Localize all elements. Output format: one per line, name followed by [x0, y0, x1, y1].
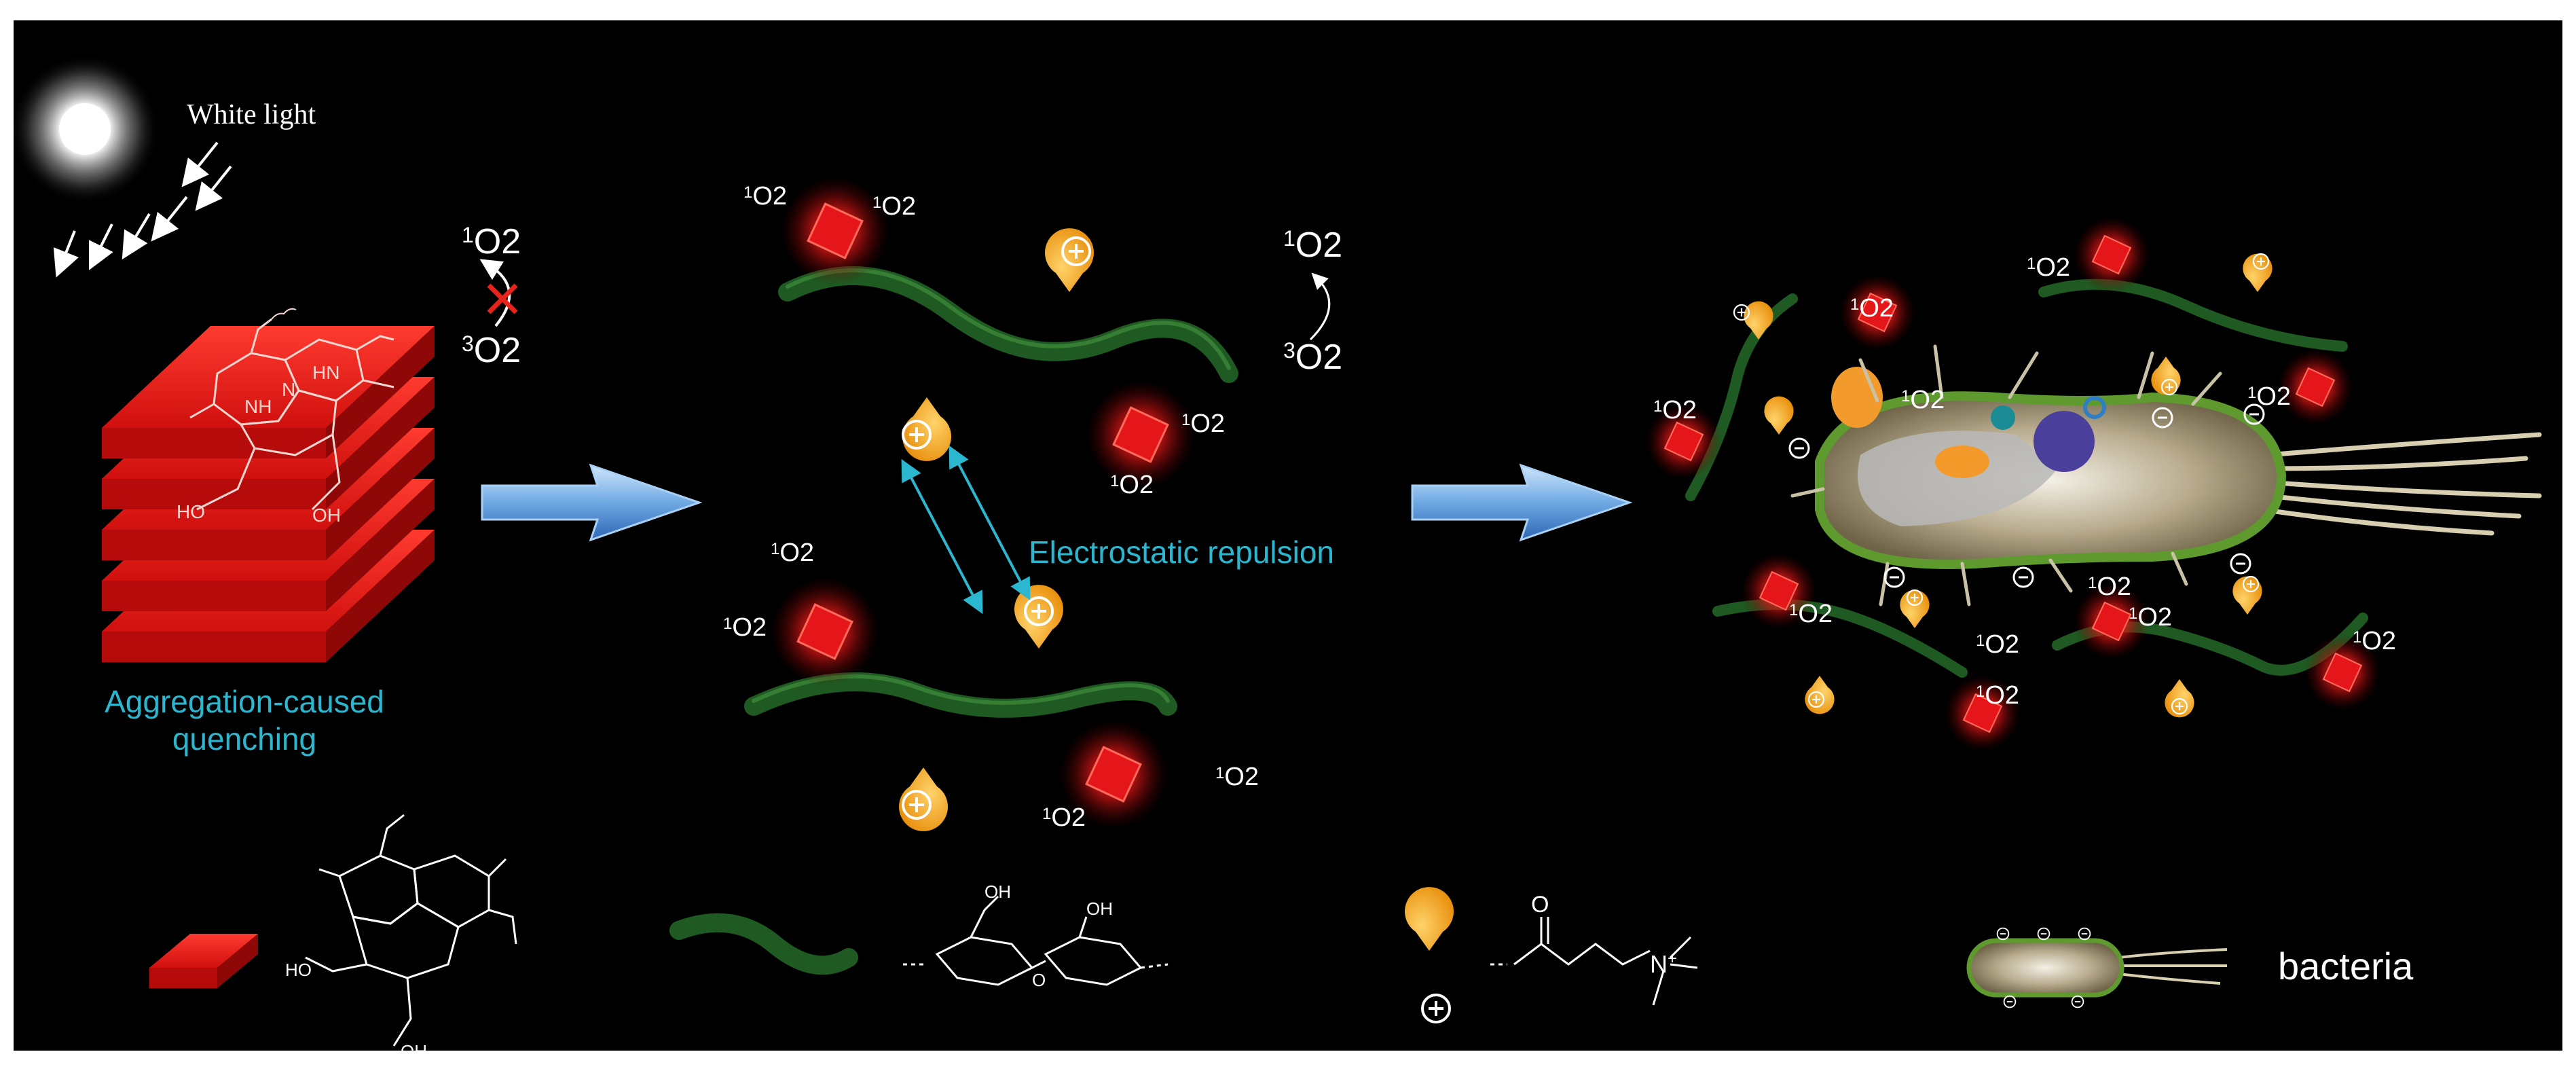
singlet-oxygen-label: 1O2: [723, 613, 767, 642]
legend-disaccharide-structure: [903, 895, 1169, 986]
photosensitizer-right-3: [2072, 215, 2151, 294]
quench-cycle-arrow: [479, 259, 518, 327]
chem-oh-label: OH: [312, 505, 341, 526]
singlet-oxygen-label: 1O2: [771, 539, 815, 567]
legend-oh-label: OH: [1086, 898, 1113, 919]
porphyrin-structure-overlay: [189, 308, 394, 511]
bacterium-main: [1790, 344, 2542, 606]
singlet-oxygen-label: 1O2: [1653, 396, 1697, 424]
singlet-oxygen-label: 1O2: [2247, 382, 2292, 411]
cation-mid-4: [899, 767, 948, 831]
triplet-oxygen-quench: 3O2: [462, 331, 521, 370]
legend-ammonium-n-label: N+: [1650, 949, 1678, 978]
photosensitizer-mid-3: [769, 576, 881, 687]
singlet-oxygen-label: 1O2: [2353, 627, 2397, 655]
singlet-oxygen-label: 1O2: [1976, 681, 2020, 710]
singlet-oxygen-label: 1O2: [1110, 471, 1154, 499]
triplet-oxygen-mid-big: 3O2: [1283, 338, 1343, 377]
process-arrow-2: [1411, 464, 1631, 541]
process-arrow-1: [481, 464, 701, 541]
legend-porphyrin-structure: [305, 814, 517, 1047]
polymer-chain-top: [778, 266, 1238, 383]
singlet-oxygen-label: 1O2: [1901, 386, 1945, 414]
singlet-oxygen-label: 1O2: [1215, 763, 1259, 791]
legend-polymer-chain: [669, 913, 858, 975]
white-light-label: White light: [187, 99, 316, 130]
repulsion-arrows: [901, 445, 1031, 615]
singlet-oxygen-label: 1O2: [1976, 630, 2020, 659]
singlet-oxygen-quench: 1O2: [462, 222, 521, 261]
legend-oh-label: OH: [985, 882, 1011, 902]
sun-icon: [14, 54, 160, 204]
legend-carbonyl-o-label: O: [1531, 892, 1549, 918]
legend-plus-icon: [1421, 994, 1451, 1023]
aggregated-porphyrin-stack: [102, 308, 435, 662]
legend-o-label: O: [1032, 970, 1046, 990]
singlet-oxygen-label: 1O2: [1789, 600, 1833, 628]
acq-label-line1: Aggregation-caused: [105, 684, 384, 719]
legend-porphyrin-slab: [149, 934, 258, 988]
legend-cation-icon: [1405, 887, 1454, 951]
legend-bacteria-label: bacteria: [2278, 945, 2414, 987]
singlet-oxygen-mid-big: 1O2: [1283, 225, 1343, 265]
chem-ho-label: HO: [177, 501, 205, 522]
electrostatic-repulsion-label: Electrostatic repulsion: [1029, 534, 1334, 570]
singlet-oxygen-label: 1O2: [743, 182, 788, 211]
diagram-canvas: White light Aggregation-caused quenching…: [14, 20, 2562, 1051]
light-rays: [53, 141, 232, 278]
oxygen-conversion-arrow: [1309, 272, 1331, 341]
singlet-oxygen-label: 1O2: [1042, 803, 1086, 832]
legend-quaternary-ammonium-structure: [1490, 917, 1698, 1006]
singlet-oxygen-label: 1O2: [2027, 253, 2071, 282]
legend-bacterium-icon: [1966, 927, 2228, 1009]
singlet-oxygen-label: 1O2: [2088, 573, 2132, 601]
singlet-oxygen-label: 1O2: [2129, 603, 2173, 632]
chem-nh-label: NH: [244, 396, 272, 417]
cation-mid-2: [902, 397, 951, 461]
legend-oh-label: OH: [401, 1042, 427, 1051]
photosensitizer-mid-1: [779, 175, 891, 287]
singlet-oxygen-label: 1O2: [1850, 294, 1894, 323]
singlet-oxygen-label: 1O2: [872, 192, 917, 221]
acq-label-line2: quenching: [172, 721, 317, 757]
legend-ho-label: HO: [285, 960, 312, 980]
singlet-oxygen-label: 1O2: [1181, 410, 1226, 438]
chem-n-label: N: [282, 379, 296, 400]
chem-hn-label: HN: [312, 362, 340, 383]
